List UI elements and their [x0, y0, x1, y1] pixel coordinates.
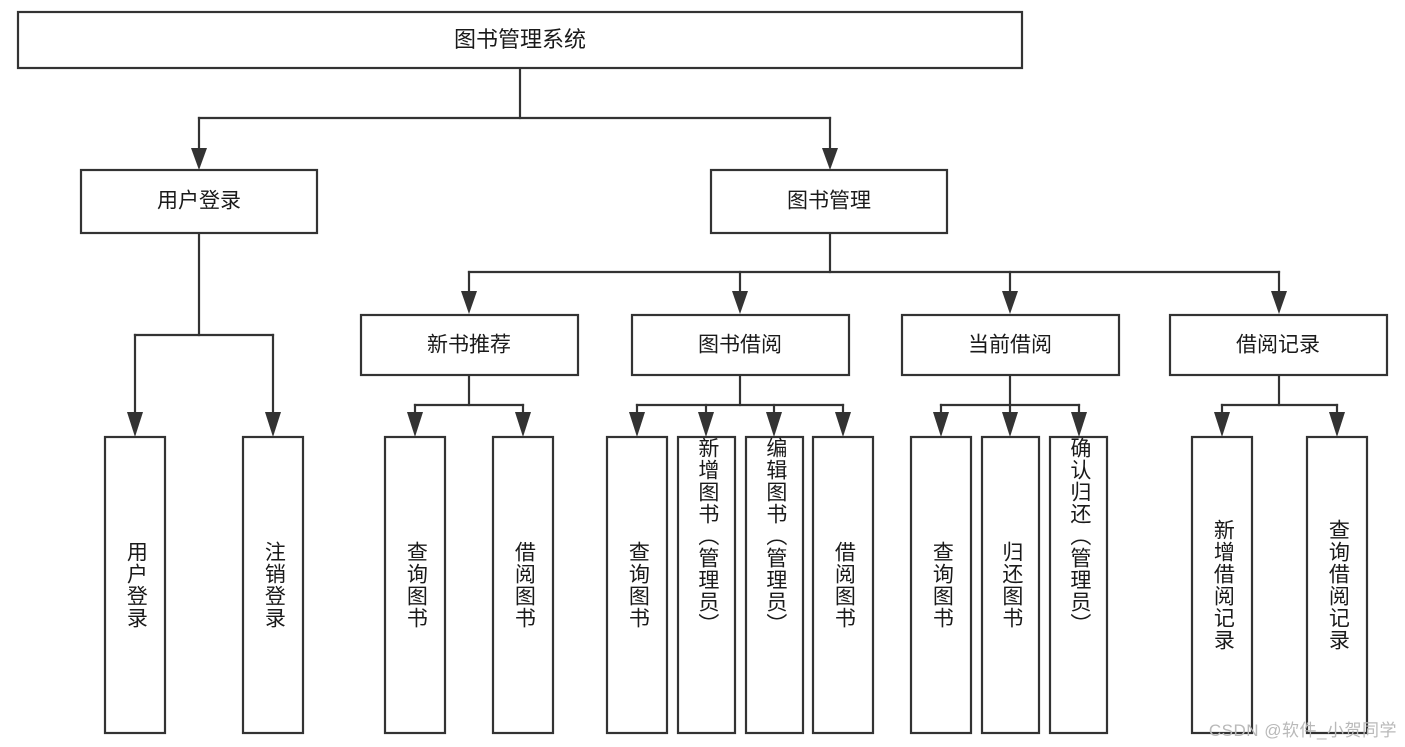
arrow-leaf-user-login: [127, 412, 143, 437]
arrow-to-book-borrow: [732, 291, 748, 314]
leaf-query-book-2-box[interactable]: [605, 435, 669, 735]
node-current-borrow[interactable]: 当前借阅: [900, 313, 1121, 377]
leaf-add-book-box[interactable]: [676, 435, 737, 735]
arrow-leaf-query-book-3: [933, 412, 949, 437]
arrow-leaf-user-logout: [265, 412, 281, 437]
arrow-leaf-return-book: [1002, 412, 1018, 437]
node-user-login-box[interactable]: [79, 168, 319, 235]
watermark: CSDN @软件_小贺同学: [1208, 721, 1397, 740]
node-user-login[interactable]: 用户登录: [79, 168, 319, 235]
node-borrow-record[interactable]: 借阅记录: [1168, 313, 1389, 377]
node-root-label: 图书管理系统: [454, 27, 586, 52]
node-root-box[interactable]: [16, 10, 1024, 70]
arrow-leaf-add-book: [698, 412, 714, 437]
node-borrow-record-label: 借阅记录: [1236, 334, 1320, 357]
node-book-borrow-box[interactable]: [630, 313, 851, 377]
node-user-login-label: 用户登录: [157, 190, 241, 213]
arrow-leaf-confirm-return: [1071, 412, 1087, 437]
leaf-borrow-book-1-box[interactable]: [491, 435, 555, 735]
arrow-to-new-book-recommend: [461, 291, 477, 314]
leaf-query-book-1-box[interactable]: [383, 435, 447, 735]
arrow-to-user-login: [191, 148, 207, 170]
arrow-leaf-add-record: [1214, 412, 1230, 437]
node-current-borrow-box[interactable]: [900, 313, 1121, 377]
node-borrow-record-box[interactable]: [1168, 313, 1389, 377]
node-root[interactable]: 图书管理系统: [16, 10, 1024, 70]
leaf-user-logout-box[interactable]: [241, 435, 305, 735]
node-book-manage[interactable]: 图书管理: [709, 168, 949, 235]
leaf-boxes: [103, 435, 1369, 735]
node-new-book-recommend[interactable]: 新书推荐: [359, 313, 580, 377]
node-new-book-recommend-box[interactable]: [359, 313, 580, 377]
arrow-leaf-query-record: [1329, 412, 1345, 437]
node-book-manage-label: 图书管理: [787, 190, 871, 213]
arrow-to-borrow-record: [1271, 291, 1287, 314]
leaf-query-record-box[interactable]: [1305, 435, 1369, 735]
node-book-manage-box[interactable]: [709, 168, 949, 235]
arrow-leaf-edit-book: [766, 412, 782, 437]
arrow-leaf-borrow-book-2: [835, 412, 851, 437]
node-book-borrow[interactable]: 图书借阅: [630, 313, 851, 377]
leaf-return-book-box[interactable]: [980, 435, 1041, 735]
leaf-add-record-box[interactable]: [1190, 435, 1254, 735]
leaf-borrow-book-2-box[interactable]: [811, 435, 875, 735]
leaf-query-book-3-box[interactable]: [909, 435, 973, 735]
arrow-leaf-borrow-book-1: [515, 412, 531, 437]
node-new-book-recommend-label: 新书推荐: [427, 334, 511, 357]
arrow-leaf-query-book-2: [629, 412, 645, 437]
node-book-borrow-label: 图书借阅: [698, 334, 782, 357]
leaf-edit-book-box[interactable]: [744, 435, 805, 735]
node-current-borrow-label: 当前借阅: [968, 334, 1052, 357]
arrow-to-current-borrow: [1002, 291, 1018, 314]
leaf-user-login-box[interactable]: [103, 435, 167, 735]
arrow-to-book-manage: [822, 148, 838, 170]
connector-group: [127, 66, 1345, 437]
leaf-confirm-return-box[interactable]: [1048, 435, 1109, 735]
arrow-leaf-query-book-1: [407, 412, 423, 437]
